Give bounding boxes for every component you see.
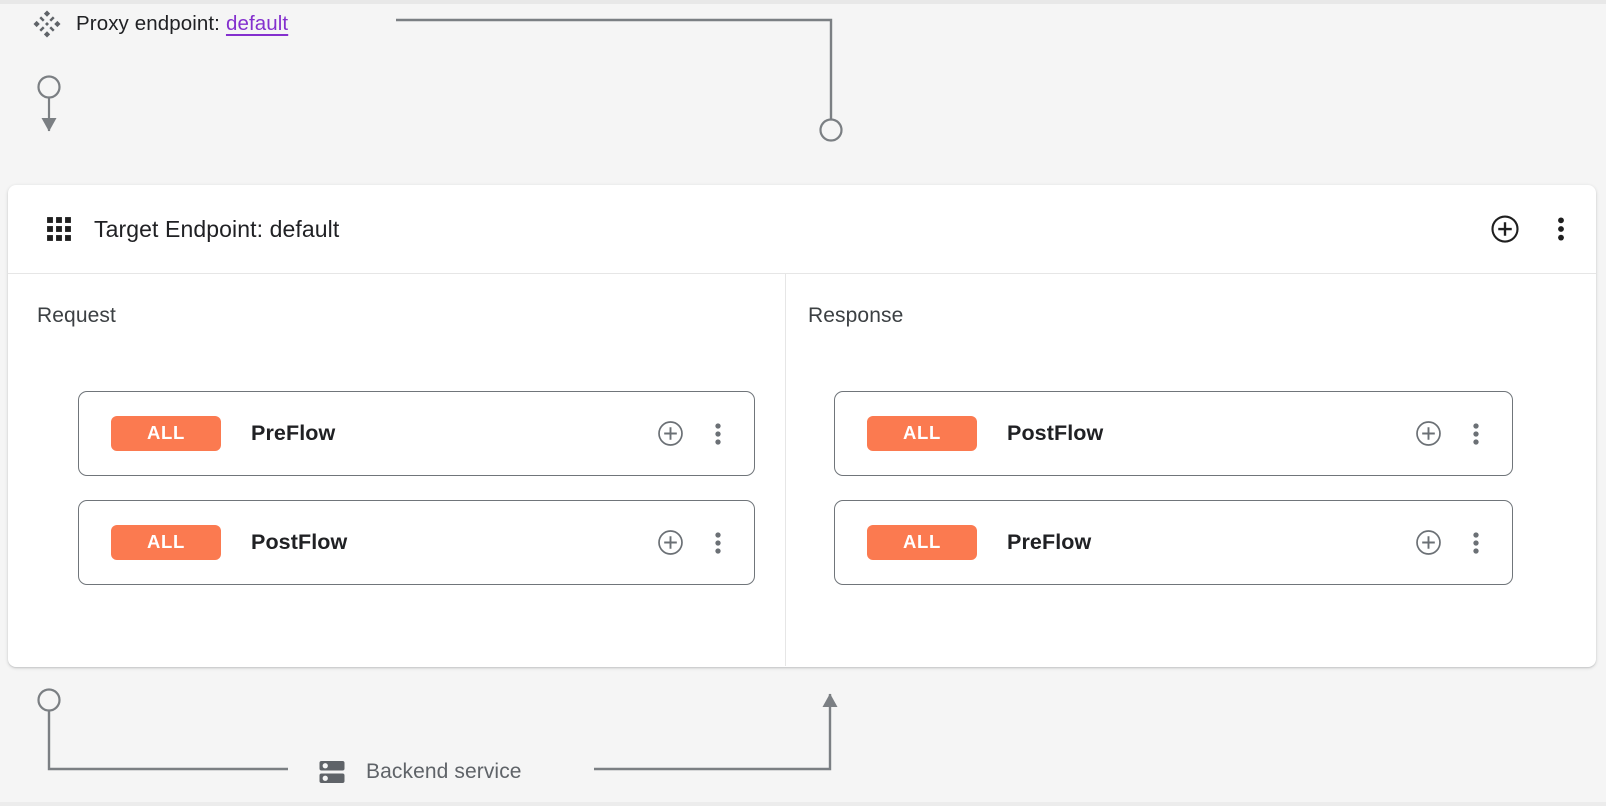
response-column-heading: Response xyxy=(808,304,904,327)
flow-badge: ALL xyxy=(867,525,977,560)
flow-name: PreFlow xyxy=(1007,530,1092,554)
flow-badge: ALL xyxy=(111,416,221,451)
proxy-endpoint-prefix: Proxy endpoint: xyxy=(76,12,220,35)
proxy-endpoint-link[interactable]: default xyxy=(225,12,289,35)
more-vert-icon xyxy=(715,531,721,554)
bottom-edge-divider xyxy=(0,802,1606,806)
top-edge-divider xyxy=(0,0,1606,4)
more-options-button[interactable] xyxy=(708,421,728,447)
server-rack-icon xyxy=(319,761,345,783)
flow-card-actions xyxy=(1415,420,1486,447)
request-column-heading: Request xyxy=(37,304,116,327)
target-to-backend-connector xyxy=(37,688,288,771)
backend-service-label: Backend service xyxy=(366,760,522,783)
add-policy-button[interactable] xyxy=(1415,529,1442,556)
more-options-button[interactable] xyxy=(1550,215,1572,243)
add-policy-button[interactable] xyxy=(1415,420,1442,447)
flow-card-actions xyxy=(657,529,728,556)
plus-circle-icon xyxy=(1491,215,1519,243)
request-column: Request ALL PreFlow xyxy=(8,274,786,666)
backend-service[interactable]: Backend service xyxy=(317,749,522,795)
more-options-button[interactable] xyxy=(708,530,728,556)
plus-circle-icon xyxy=(658,421,683,446)
grid-dots-icon xyxy=(47,217,71,241)
flow-columns: Request ALL PreFlow xyxy=(8,274,1596,666)
plus-circle-icon xyxy=(1416,530,1441,555)
plus-circle-icon xyxy=(658,530,683,555)
flow-card-actions xyxy=(657,420,728,447)
target-endpoint-panel: Target Endpoint: default xyxy=(8,185,1596,667)
more-vert-icon xyxy=(1473,531,1479,554)
backend-to-target-connector xyxy=(594,693,838,771)
flow-name: PostFlow xyxy=(1007,421,1104,445)
add-policy-button[interactable] xyxy=(1490,214,1520,244)
flow-card-actions xyxy=(1415,529,1486,556)
flow-badge: ALL xyxy=(867,416,977,451)
proxy-to-target-connector xyxy=(396,18,843,142)
more-options-button[interactable] xyxy=(1466,530,1486,556)
more-vert-icon xyxy=(1473,422,1479,445)
panel-title: Target Endpoint: default xyxy=(94,215,340,242)
proxy-endpoint-header: Proxy endpoint:default xyxy=(32,6,288,42)
more-vert-icon xyxy=(715,422,721,445)
flow-name: PostFlow xyxy=(251,530,348,554)
response-column: Response ALL PostFlow xyxy=(786,274,1595,666)
add-policy-button[interactable] xyxy=(657,529,684,556)
flow-badge: ALL xyxy=(111,525,221,560)
flow-name: PreFlow xyxy=(251,421,336,445)
more-options-button[interactable] xyxy=(1466,421,1486,447)
flow-card-response-postflow[interactable]: ALL PostFlow xyxy=(834,391,1513,476)
apigee-diamond-icon xyxy=(33,10,61,38)
more-vert-icon xyxy=(1558,217,1564,241)
panel-header-actions xyxy=(1490,214,1572,244)
flow-card-request-preflow[interactable]: ALL PreFlow xyxy=(78,391,755,476)
proxy-endpoint-title: Proxy endpoint:default xyxy=(76,12,288,36)
flow-card-request-postflow[interactable]: ALL PostFlow xyxy=(78,500,755,585)
flow-card-response-preflow[interactable]: ALL PreFlow xyxy=(834,500,1513,585)
plus-circle-icon xyxy=(1416,421,1441,446)
proxy-request-entry-arrow xyxy=(37,75,61,132)
target-endpoint-header: Target Endpoint: default xyxy=(8,185,1596,274)
add-policy-button[interactable] xyxy=(657,420,684,447)
